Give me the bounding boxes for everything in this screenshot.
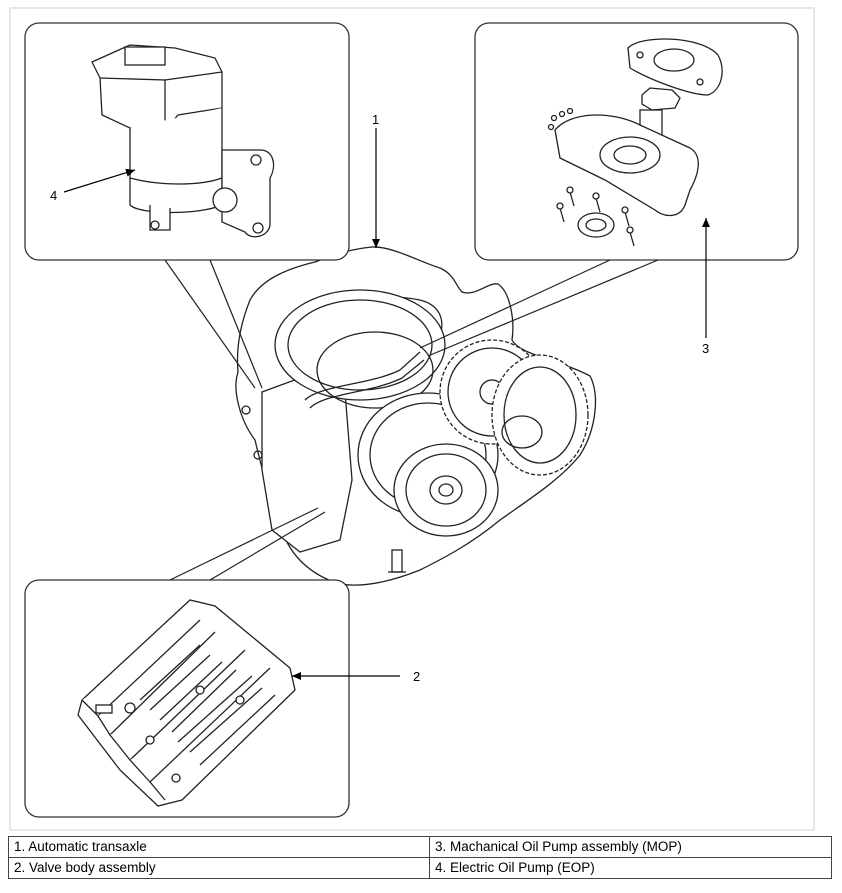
- eop-detail-box: [24, 22, 350, 261]
- legend-row: 2. Valve body assembly 4. Electric Oil P…: [8, 857, 832, 879]
- callout-3: 3: [702, 341, 709, 356]
- callout-4: 4: [50, 188, 57, 203]
- legend-item-3: 3. Machanical Oil Pump assembly (MOP): [429, 836, 832, 858]
- connector-lines: [164, 259, 659, 581]
- legend-row: 1. Automatic transaxle 3. Machanical Oil…: [8, 836, 832, 858]
- mop-detail-box: [474, 22, 799, 261]
- valve-body-detail-box: [24, 579, 350, 818]
- automatic-transaxle-illustration: [235, 246, 597, 586]
- mechanical-oil-pump-illustration: [547, 38, 723, 247]
- figure-frame: [9, 7, 815, 831]
- valve-body-illustration: [77, 599, 296, 807]
- callout-2: 2: [413, 669, 420, 684]
- leader-arrows: [63, 128, 710, 680]
- electric-oil-pump-illustration: [91, 44, 275, 238]
- legend-item-1: 1. Automatic transaxle: [8, 836, 430, 858]
- legend-table: 1. Automatic transaxle 3. Machanical Oil…: [8, 836, 832, 879]
- legend-item-2: 2. Valve body assembly: [8, 857, 430, 879]
- legend-item-4: 4. Electric Oil Pump (EOP): [429, 857, 832, 879]
- callout-1: 1: [372, 112, 379, 127]
